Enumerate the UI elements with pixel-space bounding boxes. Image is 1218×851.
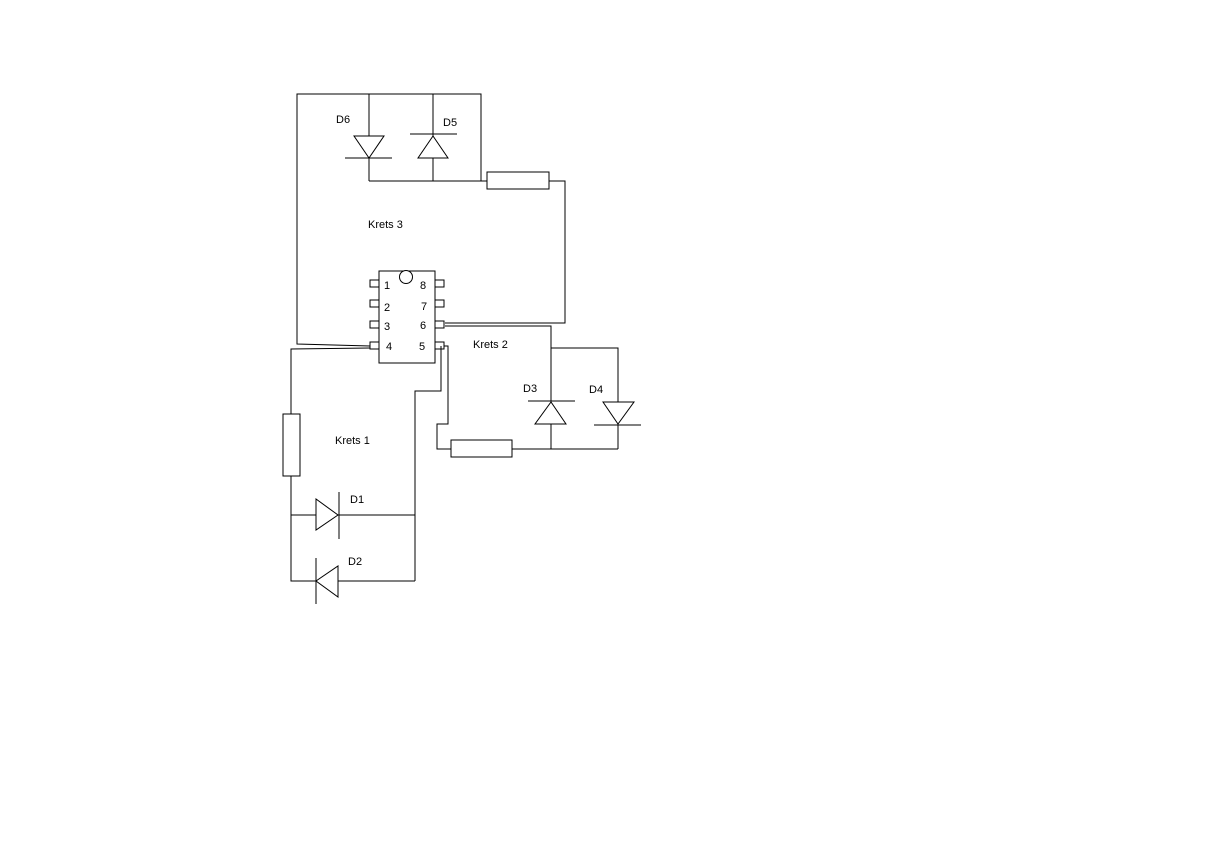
diode-d5 (410, 133, 457, 159)
pin-pad-3 (369, 320, 380, 329)
pin-label-7: 7 (421, 301, 427, 313)
label-d4: D4 (589, 384, 603, 396)
resistor-top (486, 171, 550, 190)
pin-pad-2 (369, 299, 380, 308)
resistor-left (282, 413, 301, 477)
label-d5: D5 (443, 117, 457, 129)
resistor-right (450, 439, 513, 458)
label-krets-3: Krets 3 (368, 219, 403, 231)
diode-d2 (315, 558, 339, 604)
diode-d4 (594, 401, 641, 426)
pin-label-1: 1 (384, 280, 390, 292)
pin-label-5: 5 (419, 341, 425, 353)
label-d6: D6 (336, 114, 350, 126)
pin-label-8: 8 (420, 280, 426, 292)
pin1-notch-icon (399, 270, 413, 284)
diode-d6 (345, 135, 392, 159)
pin-pad-5 (434, 341, 445, 350)
label-krets-1: Krets 1 (335, 435, 370, 447)
krets-1-wiring (290, 346, 442, 582)
diode-d3 (528, 400, 575, 425)
pin-label-2: 2 (384, 302, 390, 314)
pin-pad-6 (434, 320, 445, 329)
ic-chip: 1 2 3 4 5 6 7 8 (369, 270, 445, 364)
pin-pad-8 (434, 279, 445, 288)
krets-3-wiring (296, 93, 566, 347)
pin-pad-7 (434, 299, 445, 308)
pin-label-3: 3 (384, 321, 390, 333)
pin-label-4: 4 (386, 341, 392, 353)
label-d2: D2 (348, 556, 362, 568)
pin-pad-1 (369, 279, 380, 288)
pin-label-6: 6 (420, 320, 426, 332)
pin-pad-4 (369, 341, 380, 350)
label-d1: D1 (350, 494, 364, 506)
label-krets-2: Krets 2 (473, 339, 508, 351)
label-d3: D3 (523, 383, 537, 395)
diode-d1 (315, 492, 340, 539)
